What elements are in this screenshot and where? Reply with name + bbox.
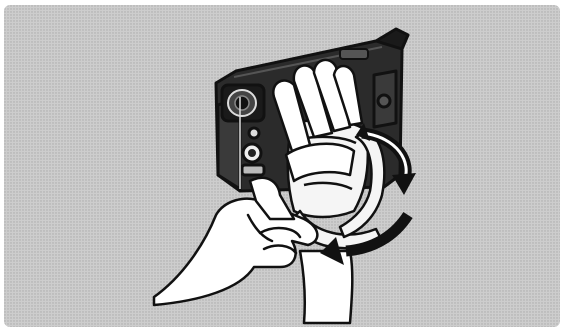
gray-halftone-panel — [4, 5, 560, 327]
holding-wrist — [300, 251, 352, 323]
grip-belt-diagram — [4, 5, 560, 327]
